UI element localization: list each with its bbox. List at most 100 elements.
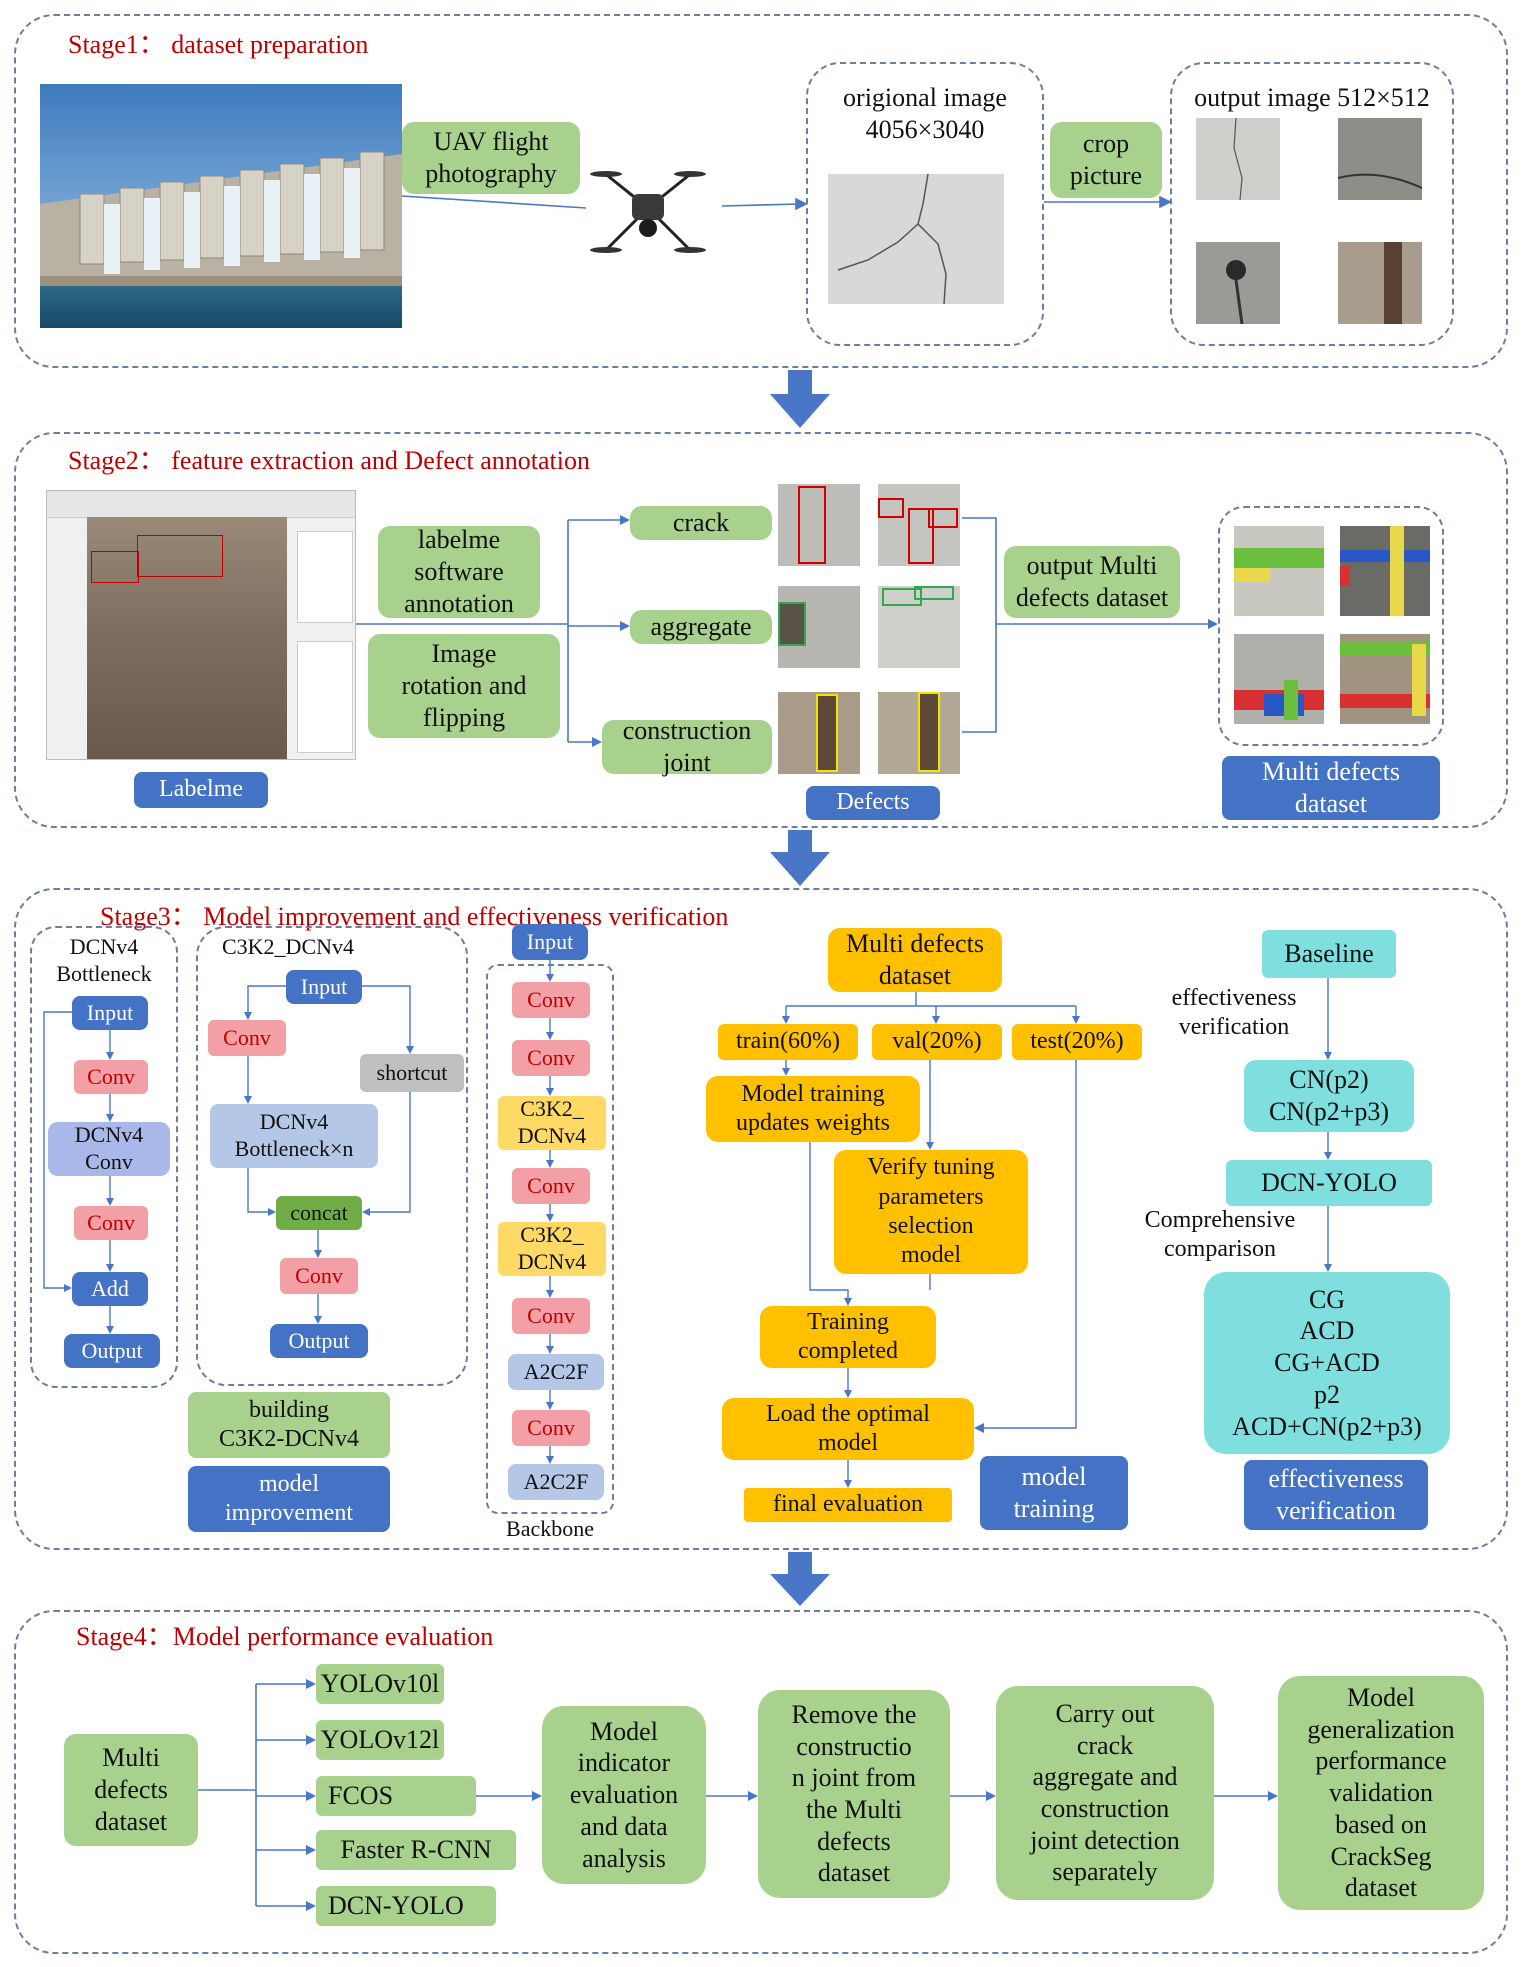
comprehensive-comparison-text: Comprehensive comparison: [1144, 1207, 1296, 1263]
bottleneck-conv-1: Conv: [74, 1060, 148, 1094]
output-image-label: output image 512×512: [1194, 83, 1430, 112]
val-split: val(20%): [872, 1024, 1002, 1060]
model-yolov10l: YOLOv10l: [316, 1664, 444, 1704]
output-multi-defects-label: output Multi defects dataset: [1004, 546, 1180, 618]
dcn-yolo-box: DCN-YOLO: [1226, 1160, 1432, 1206]
remove-joint: Remove the constructio n joint from the …: [758, 1690, 950, 1898]
output-crop-4: [1338, 242, 1422, 324]
construction-joint-label: construction joint: [602, 716, 772, 777]
stage-arrow-3: [770, 1552, 830, 1606]
model-faster-rcnn: Faster R-CNN: [316, 1830, 516, 1870]
bottleneck-frame: [30, 926, 178, 1388]
c3k2-output: Output: [270, 1324, 368, 1358]
ablation-list-box: CG ACD CG+ACD p2 ACD+CN(p2+p3): [1204, 1272, 1450, 1454]
labelme-screenshot: [46, 490, 356, 760]
test-split: test(20%): [1012, 1024, 1142, 1060]
labelme-label: Labelme: [134, 772, 268, 808]
indicator-evaluation: Model indicator evaluation and data anal…: [542, 1706, 706, 1884]
dataset-sample-3: [1234, 634, 1324, 724]
bottleneck-input: Input: [72, 996, 148, 1030]
stage4-container: [14, 1610, 1508, 1954]
model-yolov12l: YOLOv12l: [316, 1720, 444, 1760]
model-dcn-yolo: DCN-YOLO: [316, 1886, 496, 1926]
stage4-dataset: Multi defects dataset: [64, 1734, 198, 1846]
stage-arrow-1: [770, 370, 830, 428]
generalization-validation: Model generalization performance validat…: [1278, 1676, 1484, 1910]
final-evaluation: final evaluation: [744, 1488, 952, 1522]
train-split: train(60%): [718, 1024, 858, 1060]
backbone-label: Backbone: [506, 1516, 594, 1541]
carry-out-detection: Carry out crack aggregate and constructi…: [996, 1686, 1214, 1900]
baseline-box: Baseline: [1262, 930, 1396, 978]
output-crop-3: [1196, 242, 1280, 324]
output-crop-2: [1338, 118, 1422, 200]
dataset-sample-1: [1234, 526, 1324, 616]
c3k2-frame: [196, 926, 468, 1386]
dataset-sample-2: [1340, 526, 1430, 616]
backbone-layer-6: Conv: [512, 1298, 590, 1334]
image-rotation-label: Image rotation and flipping: [368, 634, 560, 738]
defects-label: Defects: [806, 786, 940, 820]
original-image-label: origional image 4056×3040: [843, 83, 1007, 144]
model-training-label: model training: [980, 1456, 1128, 1530]
stage1-container: [14, 14, 1508, 368]
aggregate-label: aggregate: [630, 610, 772, 644]
model-improvement-label: model improvement: [188, 1466, 390, 1532]
output-image-frame: [1170, 62, 1454, 346]
model-fcos: FCOS: [316, 1776, 476, 1816]
backbone-layer-8: Conv: [512, 1410, 590, 1446]
backbone-layer-2: Conv: [512, 1040, 590, 1076]
bottleneck-dcnv4-conv: DCNv4 Conv: [48, 1122, 170, 1176]
model-training-update: Model training updates weights: [706, 1076, 920, 1142]
c3k2-conv-2: Conv: [280, 1258, 358, 1294]
c3k2-conv: Conv: [208, 1020, 286, 1056]
training-dataset: Multi defects dataset: [828, 928, 1002, 992]
joint-sample-1: [778, 692, 860, 774]
aggregate-sample-1: [778, 586, 860, 668]
bottleneck-add: Add: [72, 1272, 148, 1306]
crack-label: crack: [630, 506, 772, 540]
stage2-title: Stage2： feature extraction and Defect an…: [68, 446, 590, 475]
dataset-sample-4: [1340, 634, 1430, 724]
original-concrete-image: [828, 174, 1004, 304]
backbone-layer-9: A2C2F: [508, 1464, 604, 1500]
backbone-layer-7: A2C2F: [508, 1354, 604, 1390]
bottleneck-conv-2: Conv: [74, 1206, 148, 1240]
stage3-container: [14, 888, 1508, 1550]
effectiveness-verification-label: effectiveness verification: [1244, 1460, 1428, 1530]
load-optimal-model: Load the optimal model: [722, 1398, 974, 1460]
c3k2-dcnv4-bottleneck: DCNv4 Bottleneck×n: [210, 1104, 378, 1168]
uav-flight-label: UAV flight photography: [402, 122, 580, 194]
training-completed: Training completed: [760, 1306, 936, 1368]
effectiveness-verification-text: effectiveness verification: [1171, 985, 1297, 1041]
multi-defects-dataset-label: Multi defects dataset: [1222, 756, 1440, 820]
backbone-layer-1: Conv: [512, 982, 590, 1018]
drone-icon: [590, 171, 706, 253]
stage4-title: Stage4：Model performance evaluation: [76, 1622, 494, 1651]
backbone-layer-5: C3K2_ DCNv4: [498, 1222, 606, 1276]
cn-box: CN(p2) CN(p2+p3): [1244, 1060, 1414, 1132]
labelme-annotation-label: labelme software annotation: [378, 525, 540, 618]
backbone-layer-4: Conv: [512, 1168, 590, 1204]
c3k2-concat: concat: [276, 1196, 362, 1230]
backbone-input: Input: [512, 924, 588, 960]
crack-sample-2: [878, 484, 960, 566]
dam-photo: [40, 84, 402, 328]
output-crop-1: [1196, 118, 1280, 200]
stage2-container: [14, 432, 1508, 828]
building-c3k2-label: building C3K2-DCNv4: [188, 1392, 390, 1458]
c3k2-input: Input: [286, 970, 362, 1004]
backbone-layer-3: C3K2_ DCNv4: [498, 1096, 606, 1150]
bottleneck-output: Output: [64, 1334, 160, 1368]
crop-picture-label: crop picture: [1050, 122, 1162, 198]
multi-defects-frame: [1218, 506, 1444, 746]
c3k2-title: C3K2_DCNv4: [222, 934, 355, 959]
stage-arrow-2: [770, 830, 830, 886]
verify-tuning: Verify tuning parameters selection model: [834, 1150, 1028, 1274]
aggregate-sample-2: [878, 586, 960, 668]
